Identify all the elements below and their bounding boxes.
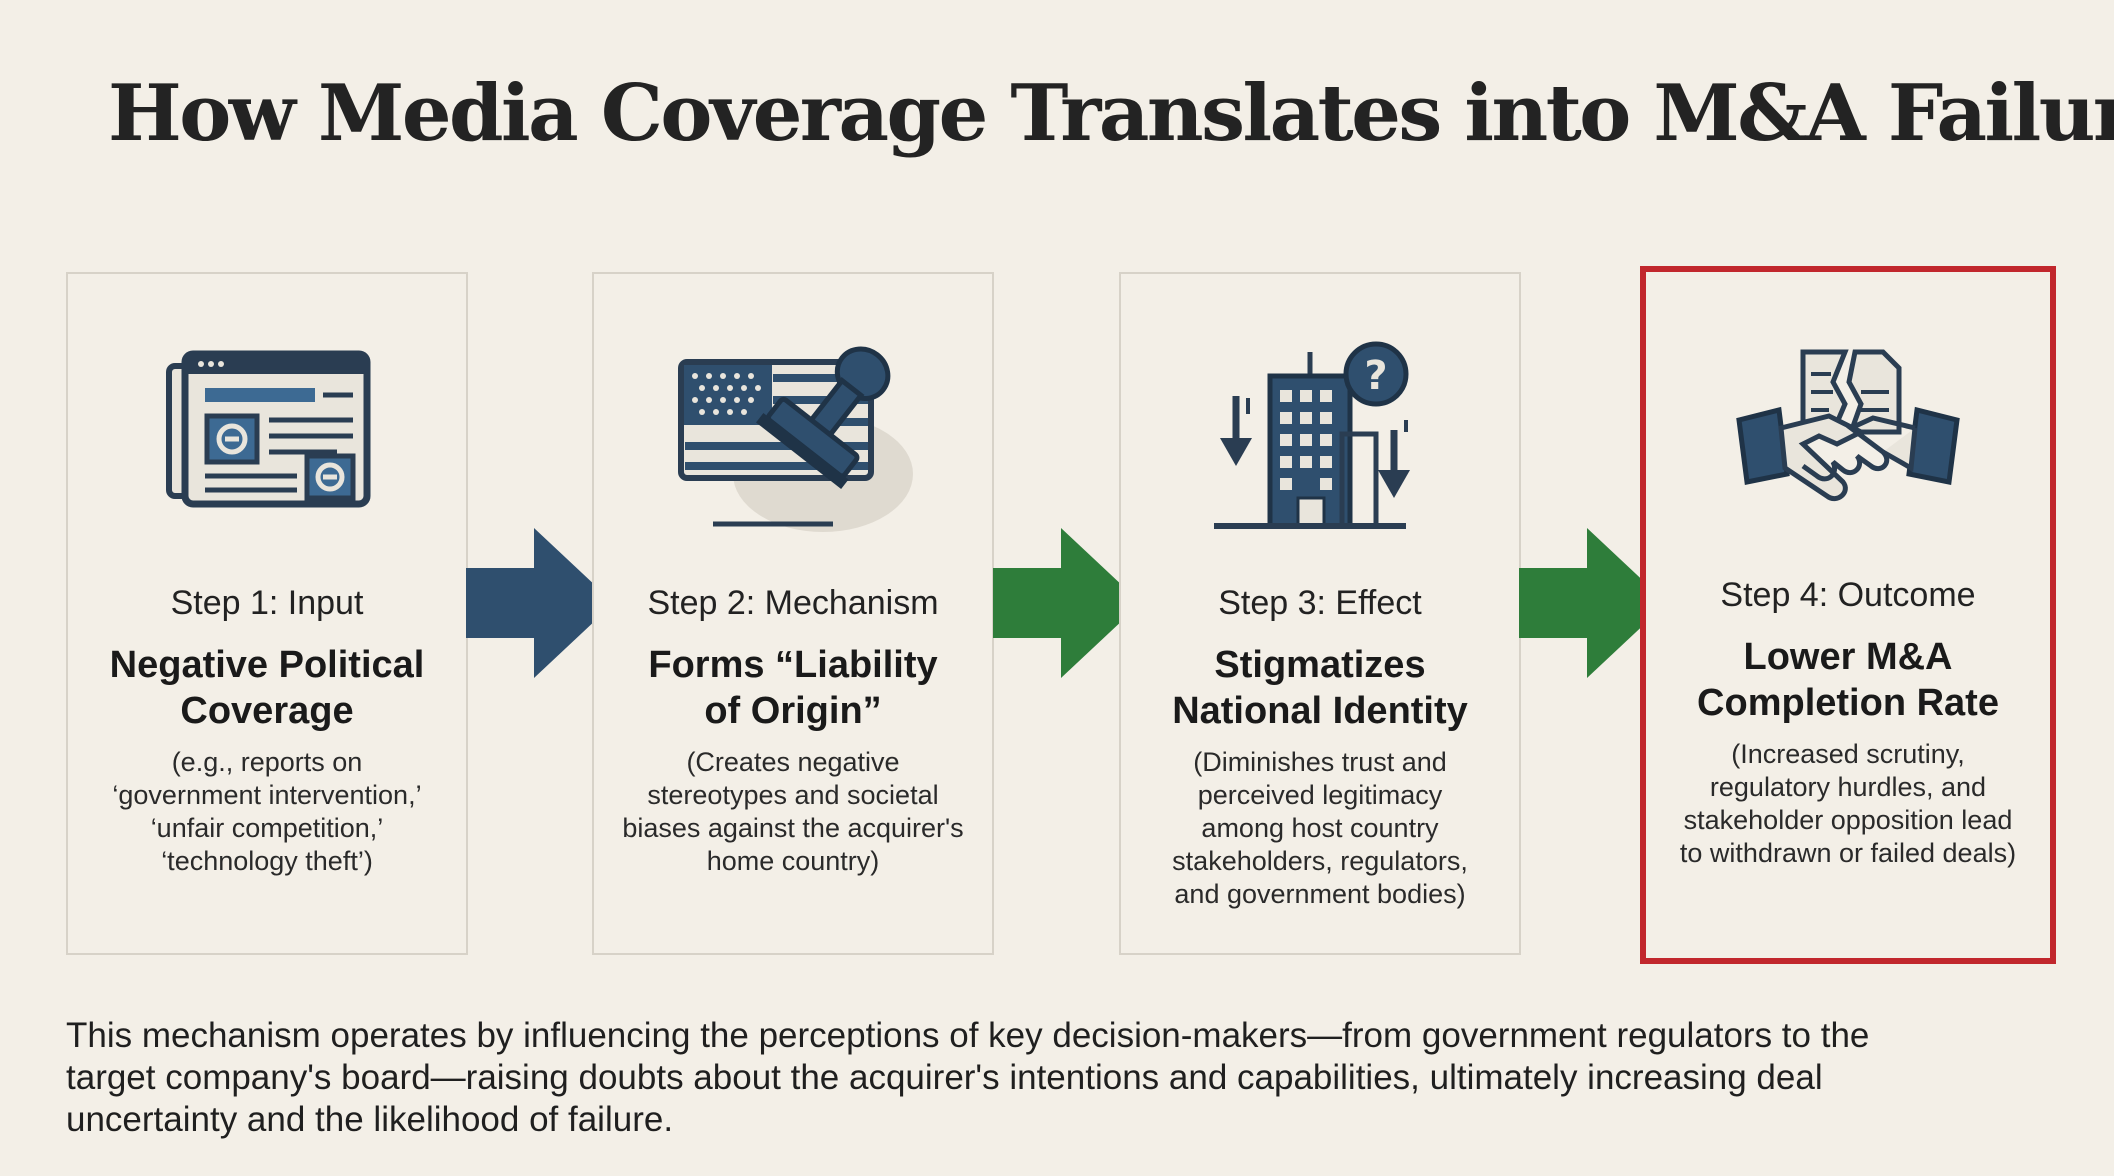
page-title: How Media Coverage Translates into M&A F… [108, 68, 2114, 159]
arrow-right-icon [1519, 528, 1667, 678]
arrow-right-icon [466, 528, 614, 678]
step-description: (Increased scrutiny,regulatory hurdles, … [1679, 739, 2017, 868]
flag-stamp-icon [594, 334, 992, 554]
step-label: Step 2: Mechanism [647, 584, 939, 622]
step-label: Step 4: Outcome [1720, 576, 1976, 614]
footer-explanation: This mechanism operates by influencing t… [66, 1016, 1870, 1139]
building-question-icon: ? [1121, 334, 1519, 554]
step-label: Step 1: Input [170, 584, 364, 622]
step-description: (e.g., reports on‘government interventio… [112, 747, 422, 876]
svg-text:?: ? [1364, 353, 1387, 399]
arrow-right-icon [993, 528, 1141, 678]
step-label: Step 3: Effect [1218, 584, 1422, 622]
newspaper-icon [68, 334, 466, 554]
broken-deal-handshake-icon [1646, 332, 2050, 552]
